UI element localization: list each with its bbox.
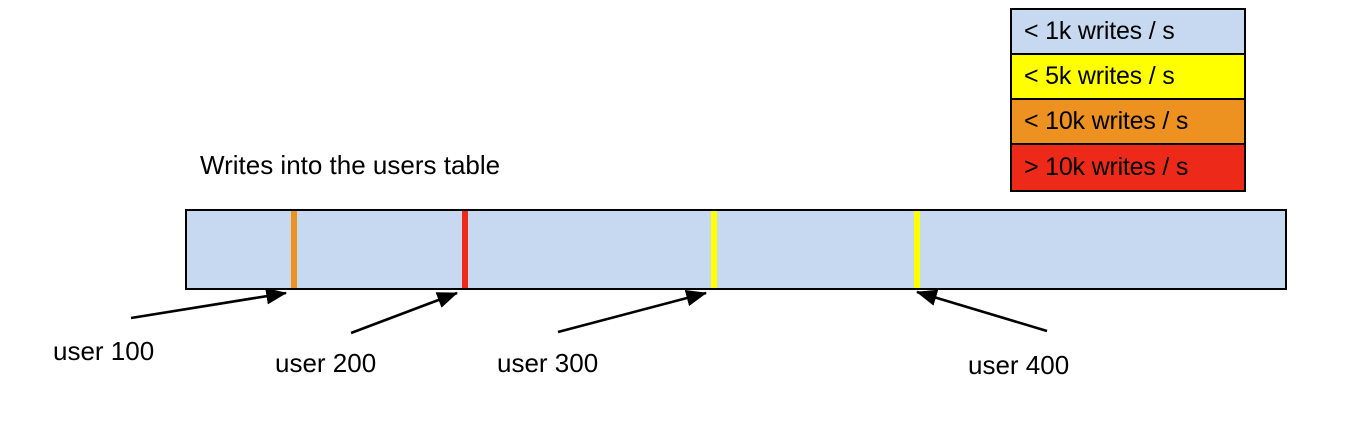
user-label-user-300: user 300 — [497, 348, 599, 378]
legend-row-under-1k: < 1k writes / s — [1012, 10, 1244, 55]
arrow-user-200 — [350, 291, 458, 335]
legend-label-under-10k: < 10k writes / s — [1024, 107, 1189, 135]
user-label-user-100: user 100 — [53, 336, 155, 366]
legend-label-under-1k: < 1k writes / s — [1024, 17, 1175, 45]
chart-title: Writes into the users table — [200, 150, 501, 180]
users-table-bar — [185, 209, 1287, 290]
legend-row-over-10k: > 10k writes / s — [1012, 145, 1244, 190]
bar-stripe-user-100 — [291, 211, 297, 288]
user-label-user-400: user 400 — [968, 350, 1070, 380]
arrow-user-400 — [916, 289, 1048, 333]
legend-row-under-10k: < 10k writes / s — [1012, 100, 1244, 145]
bar-stripe-user-300 — [711, 211, 717, 288]
bar-stripe-user-400 — [914, 211, 920, 288]
bar-stripe-user-200 — [462, 211, 468, 288]
user-label-user-200: user 200 — [275, 348, 377, 378]
legend-label-under-5k: < 5k writes / s — [1024, 62, 1175, 90]
arrow-user-100 — [130, 287, 288, 320]
arrow-user-300 — [557, 289, 708, 334]
legend-label-over-10k: > 10k writes / s — [1024, 153, 1189, 181]
writes-rate-legend: < 1k writes / s < 5k writes / s < 10k wr… — [1010, 8, 1246, 192]
legend-row-under-5k: < 5k writes / s — [1012, 55, 1244, 100]
